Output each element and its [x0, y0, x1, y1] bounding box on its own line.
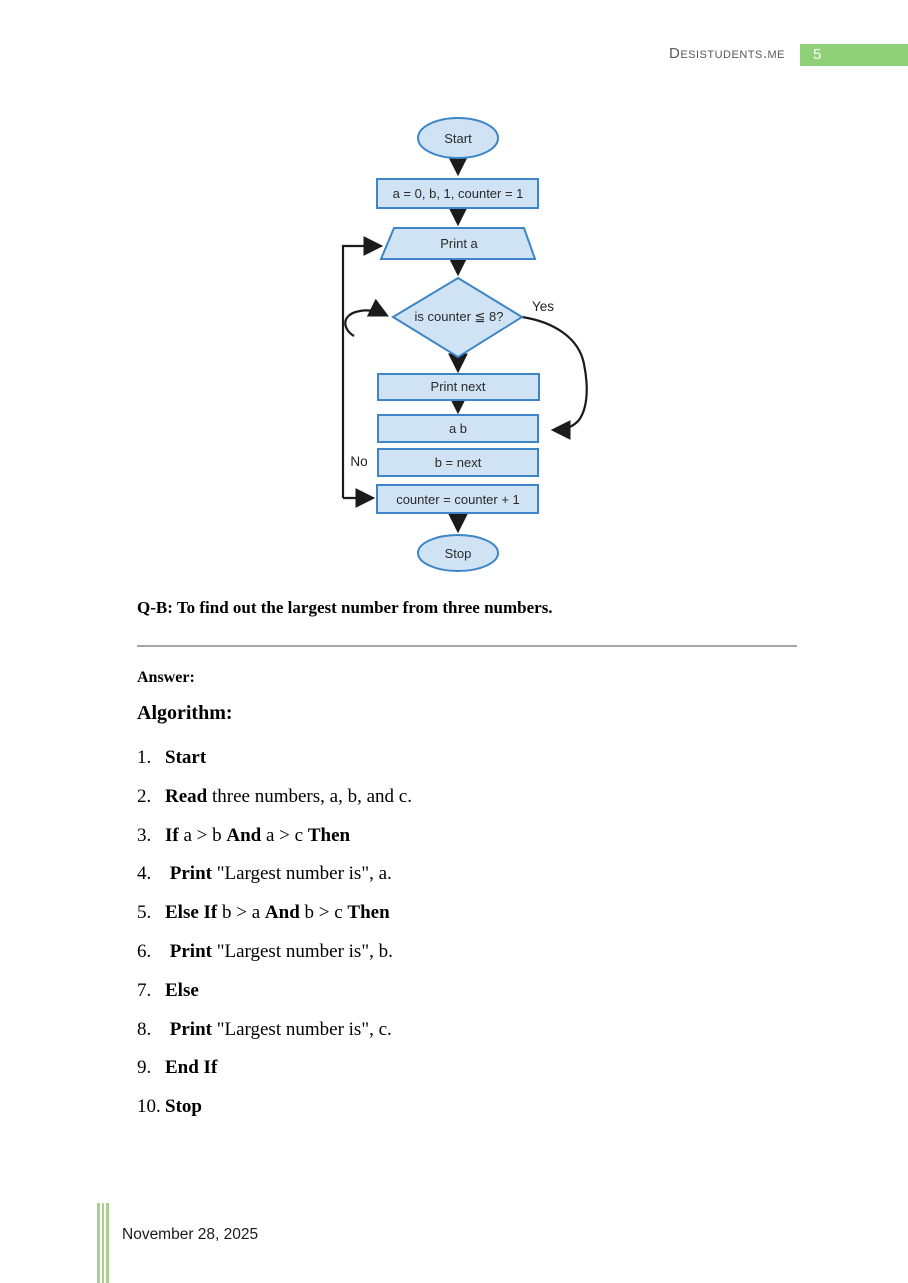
footer-date: November 28, 2025 [122, 1226, 259, 1243]
b-next-node [377, 448, 539, 477]
yes-edge-label: Yes [532, 299, 554, 314]
page-number-badge: 5 [800, 44, 908, 66]
step-text: And [264, 902, 300, 924]
algorithm-step: 6. Print "Largest number is", b. [137, 933, 412, 972]
step-text: b > c [299, 902, 348, 924]
site-name: Desistudents.me [668, 45, 785, 62]
algorithm-step: 8. Print "Largest number is", c. [137, 1011, 412, 1050]
accent-line [97, 1203, 100, 1283]
algorithm-step: 4. Print "Largest number is", a. [137, 855, 412, 894]
algorithm-step: 9. End If [137, 1049, 412, 1088]
footer-accent-lines [97, 1203, 109, 1283]
step-number: 6. [137, 940, 152, 962]
step-text: Else If [165, 902, 218, 924]
algorithm-step: 1. Start [137, 739, 412, 778]
init-node [376, 178, 539, 209]
step-text: three numbers, a, b, and c. [207, 785, 412, 807]
print-a-node [379, 227, 537, 260]
algorithm-step: 10.Stop [137, 1088, 412, 1127]
question-heading: Q-B: To find out the largest number from… [137, 598, 553, 617]
step-number: 10. [137, 1096, 161, 1118]
yes-branch-curve [521, 315, 588, 440]
step-text: "Largest number is", c. [211, 1018, 392, 1040]
b-next-label: b = next [435, 455, 482, 470]
start-node-label: Start [444, 131, 472, 146]
answer-heading: Answer: [137, 669, 195, 686]
step-number: 7. [137, 979, 152, 1001]
step-text: "Largest number is", a. [211, 863, 392, 885]
decision-label: is counter ≦ 8? [415, 309, 504, 324]
step-number: 4. [137, 863, 152, 885]
step-text: a > b [178, 824, 227, 846]
page-number: 5 [813, 46, 822, 63]
step-text: Print [165, 1018, 212, 1040]
step-text: Then [347, 902, 390, 924]
step-text: If [165, 824, 179, 846]
stop-node-label: Stop [445, 546, 472, 561]
algorithm-step: 7. Else [137, 972, 412, 1011]
print-a-label: Print a [440, 236, 478, 251]
step-text: Print [165, 863, 212, 885]
step-text: Read [165, 785, 208, 807]
step-number: 1. [137, 747, 152, 768]
loop-line-to-printa [341, 236, 384, 498]
step-text: Start [165, 747, 207, 768]
algorithm-step: 5. Else If b > a And b > c Then [137, 894, 412, 933]
accent-line [106, 1203, 109, 1283]
arrow-into-decision [344, 298, 389, 337]
section-divider [137, 645, 797, 647]
algorithm-step: 2. Read three numbers, a, b, and c. [137, 778, 412, 817]
flowchart-figure: Start a = 0, b, 1, counter = 1 Print a i… [333, 112, 603, 590]
step-number: 5. [137, 902, 152, 924]
step-text: Print [165, 940, 212, 962]
step-text: a > c [261, 824, 308, 846]
step-number: 3. [137, 824, 152, 846]
decision-node [391, 276, 524, 359]
step-number: 2. [137, 785, 152, 807]
accent-line [101, 1203, 104, 1283]
step-text: Then [307, 824, 351, 846]
step-text: b > a [217, 902, 265, 924]
step-text: And [226, 824, 262, 846]
algorithm-list: 1. Start 2. Read three numbers, a, b, and c… [137, 739, 412, 1127]
print-next-node [377, 373, 540, 401]
increment-node [376, 484, 539, 514]
start-node [417, 117, 499, 159]
algorithm-heading: Algorithm: [137, 702, 233, 724]
print-next-label: Print next [431, 379, 486, 394]
ab-label: a b [449, 421, 467, 436]
init-node-label: a = 0, b, 1, counter = 1 [393, 186, 524, 201]
increment-label: counter = counter + 1 [396, 492, 520, 507]
stop-node [417, 534, 499, 572]
step-text: End If [165, 1057, 218, 1079]
step-number: 9. [137, 1057, 152, 1079]
step-text: "Largest number is", b. [211, 940, 393, 962]
step-text: Else [165, 979, 199, 1001]
no-edge-label: No [350, 454, 367, 469]
step-text: Stop [165, 1096, 202, 1118]
ab-node [377, 414, 539, 443]
step-number: 8. [137, 1018, 152, 1040]
algorithm-step: 3. If a > b And a > c Then [137, 817, 412, 856]
